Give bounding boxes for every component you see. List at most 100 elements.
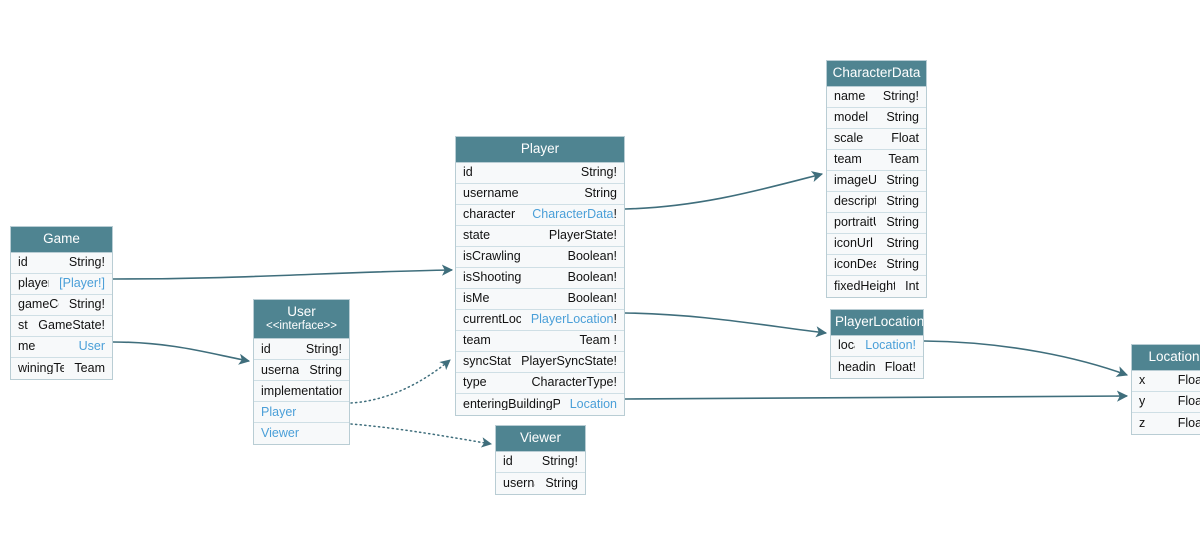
field-row[interactable]: state PlayerState! (456, 225, 624, 247)
field-type[interactable]: PlayerLocation! (531, 313, 617, 326)
entity-playerlocation[interactable]: PlayerLocation location Location! headin… (830, 309, 924, 379)
edge-player-currentlocation-to-playerlocation (624, 312, 828, 338)
field-name: y (1139, 395, 1146, 408)
field-name: state (18, 319, 28, 332)
field-type: PlayerState! (548, 228, 617, 243)
field-row[interactable]: id String! (456, 162, 624, 184)
field-row[interactable]: isMe Boolean! (456, 288, 624, 310)
implementation-viewer[interactable]: Viewer (254, 423, 349, 444)
field-type: String! (68, 255, 105, 270)
field-name: description (834, 195, 876, 208)
field-row[interactable]: team Team ! (456, 330, 624, 352)
field-name: location (838, 339, 855, 352)
field-type[interactable]: Location (569, 396, 617, 411)
field-type-text: PlayerLocation (530, 312, 614, 327)
field-type: Float! (1177, 373, 1200, 388)
edge-game-players-to-player (112, 264, 454, 280)
field-row[interactable]: iconDeadUrl String (827, 254, 926, 276)
entity-player[interactable]: Player id String! username String charac… (455, 136, 625, 416)
field-type: String! (882, 89, 919, 104)
field-name: fixedHeight (834, 279, 896, 293)
field-row[interactable]: scale Float (827, 128, 926, 150)
edge-user-implements-player (350, 359, 451, 404)
field-type: String (886, 236, 919, 251)
field-row[interactable]: portraitUrl String (827, 212, 926, 234)
field-row[interactable]: players [Player!] (11, 273, 112, 295)
field-type: Float! (1177, 415, 1200, 430)
implementation-player[interactable]: Player (254, 402, 349, 423)
field-type: String! (580, 165, 617, 180)
field-name: me (18, 340, 36, 353)
field-type: Boolean! (567, 270, 617, 285)
edge-user-implements-viewer (350, 423, 493, 448)
field-row[interactable]: me User (11, 336, 112, 358)
field-name: heading (838, 360, 875, 374)
field-row[interactable]: username String (254, 360, 349, 381)
field-name: id (261, 342, 271, 356)
field-row[interactable]: description String (827, 191, 926, 213)
field-type: String (584, 186, 617, 201)
field-row[interactable]: name String! (827, 86, 926, 108)
field-name: syncState (463, 355, 511, 368)
field-type: Boolean! (567, 249, 617, 264)
edge-playerlocation-location-to-location (923, 340, 1129, 377)
field-name: z (1139, 416, 1146, 430)
field-row[interactable]: isShooting Boolean! (456, 267, 624, 289)
field-row[interactable]: z Float! (1132, 412, 1200, 434)
field-type: GameState! (38, 318, 105, 333)
field-row[interactable]: location Location! (831, 335, 923, 357)
field-row[interactable]: winingTeam Team (11, 357, 112, 379)
field-name: name (834, 90, 866, 103)
entity-location[interactable]: Location x Float! y Float! z Float! (1131, 344, 1200, 435)
entity-characterdata[interactable]: CharacterData name String! model String … (826, 60, 927, 298)
field-name: isMe (463, 292, 490, 305)
field-row[interactable]: y Float! (1132, 391, 1200, 413)
edge-game-me-to-user (112, 341, 251, 365)
field-row[interactable]: heading Float! (831, 356, 923, 378)
field-name: id (503, 455, 513, 468)
field-row[interactable]: model String (827, 107, 926, 129)
field-type: String (886, 173, 919, 188)
field-row[interactable]: syncState PlayerSyncState! (456, 351, 624, 373)
edge-player-enteringbuildingposition-to-location (624, 390, 1129, 402)
field-type: Int (905, 278, 919, 293)
field-row[interactable]: currentLocation PlayerLocation! (456, 309, 624, 331)
field-type: Boolean! (567, 291, 617, 306)
field-name: username (261, 363, 300, 377)
field-type: String (886, 194, 919, 209)
field-row[interactable]: fixedHeight Int (827, 275, 926, 297)
entity-user[interactable]: User <<interface>> id String! username S… (253, 299, 350, 445)
field-name: players (18, 277, 49, 290)
field-row[interactable]: iconUrl String (827, 233, 926, 255)
field-row[interactable]: username String (496, 472, 585, 494)
implementation-name: Player (261, 405, 297, 419)
field-type: String! (541, 454, 578, 469)
entity-game[interactable]: Game id String! players [Player!] gameCo… (10, 226, 113, 380)
field-type[interactable]: CharacterData! (532, 208, 617, 221)
field-type[interactable]: Location! (865, 338, 916, 353)
field-name: iconDeadUrl (834, 258, 876, 271)
field-row[interactable]: type CharacterType! (456, 372, 624, 394)
field-row[interactable]: character CharacterData! (456, 204, 624, 226)
field-row[interactable]: imageUrl String (827, 170, 926, 192)
field-row[interactable]: state GameState! (11, 315, 112, 337)
field-row[interactable]: enteringBuildingPosition Location (456, 393, 624, 415)
field-name: character (463, 208, 516, 221)
implementations-header: implementations (254, 381, 349, 402)
field-row[interactable]: isCrawling Boolean! (456, 246, 624, 268)
field-row[interactable]: id String! (11, 252, 112, 274)
field-type: Float (891, 131, 919, 146)
field-row[interactable]: id String! (496, 451, 585, 473)
field-type[interactable]: User (78, 339, 105, 354)
field-name: gameCode (18, 298, 59, 311)
field-row[interactable]: username String (456, 183, 624, 205)
field-type[interactable]: [Player!] (59, 276, 105, 291)
field-row[interactable]: team Team (827, 149, 926, 171)
field-name: portraitUrl (834, 216, 876, 229)
field-row[interactable]: x Float! (1132, 370, 1200, 392)
field-type: String (886, 257, 919, 272)
field-row[interactable]: id String! (254, 339, 349, 360)
entity-viewer[interactable]: Viewer id String! username String (495, 425, 586, 495)
field-row[interactable]: gameCode String! (11, 294, 112, 316)
